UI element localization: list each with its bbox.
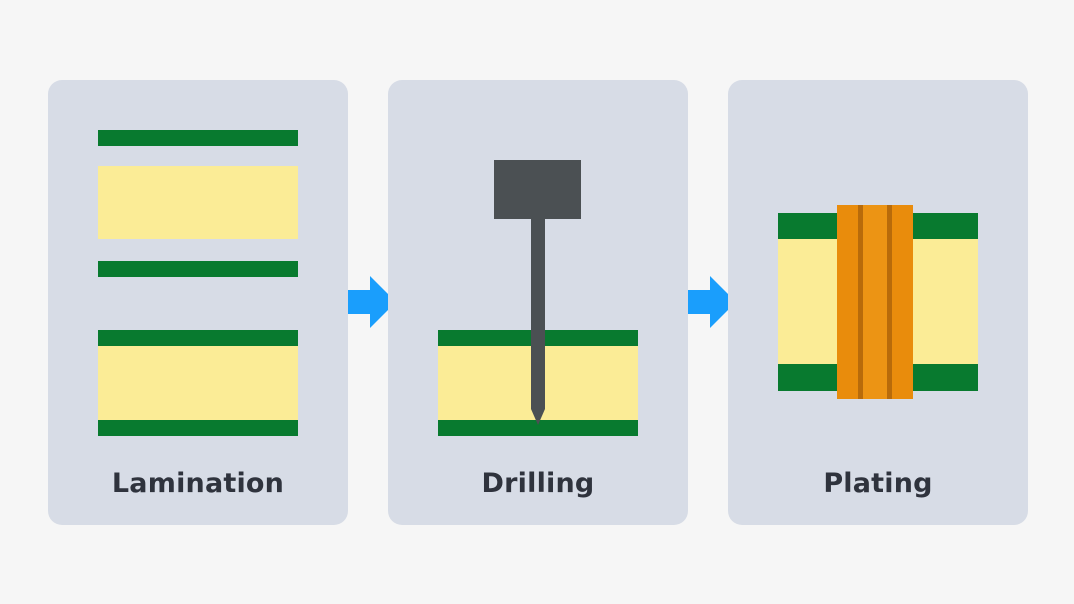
drill-head	[494, 160, 581, 219]
prepreg-core-top	[98, 166, 298, 239]
middle-copper-foil	[98, 261, 298, 277]
core-copper-top	[98, 330, 298, 346]
step-label-plating: Plating	[823, 468, 933, 499]
drilling-panel: Drilling	[388, 80, 688, 525]
arrow-right-icon	[348, 276, 396, 328]
plated-through-hole	[837, 205, 913, 399]
board-copper-bottom	[438, 420, 638, 436]
core-substrate	[98, 346, 298, 420]
step-label-lamination: Lamination	[111, 468, 285, 499]
lamination-panel: Lamination	[48, 80, 348, 525]
core-copper-bottom	[98, 420, 298, 436]
drill-bit-icon	[531, 219, 545, 425]
arrow-right-icon	[688, 276, 736, 328]
step-label-drilling: Drilling	[481, 468, 595, 499]
plating-panel: Plating	[728, 80, 1028, 525]
top-copper-foil	[98, 130, 298, 146]
